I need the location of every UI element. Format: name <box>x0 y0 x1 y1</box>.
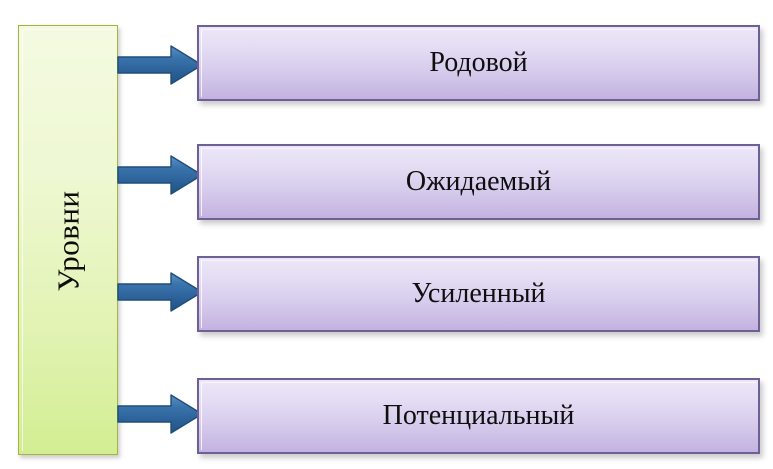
level-box-label: Родовой <box>429 47 528 78</box>
right-arrow-icon <box>117 271 203 313</box>
level-box-label: Ожидаемый <box>405 166 552 197</box>
right-arrow-icon <box>117 44 203 86</box>
level-box-rodovoy[interactable]: Родовой <box>197 25 760 101</box>
level-box-potentsialnyy[interactable]: Потенциальный <box>197 378 760 454</box>
levels-panel-label: Уровни <box>19 26 119 456</box>
levels-panel-label-text: Уровни <box>51 190 87 292</box>
levels-panel[interactable]: Уровни <box>18 25 118 455</box>
level-box-ozhidaemyy[interactable]: Ожидаемый <box>197 144 760 220</box>
level-box-usilennyy[interactable]: Усиленный <box>197 256 760 332</box>
right-arrow-icon <box>117 154 203 196</box>
right-arrow-icon <box>117 393 203 435</box>
level-box-label: Усиленный <box>411 278 546 309</box>
level-box-label: Потенциальный <box>382 400 575 431</box>
